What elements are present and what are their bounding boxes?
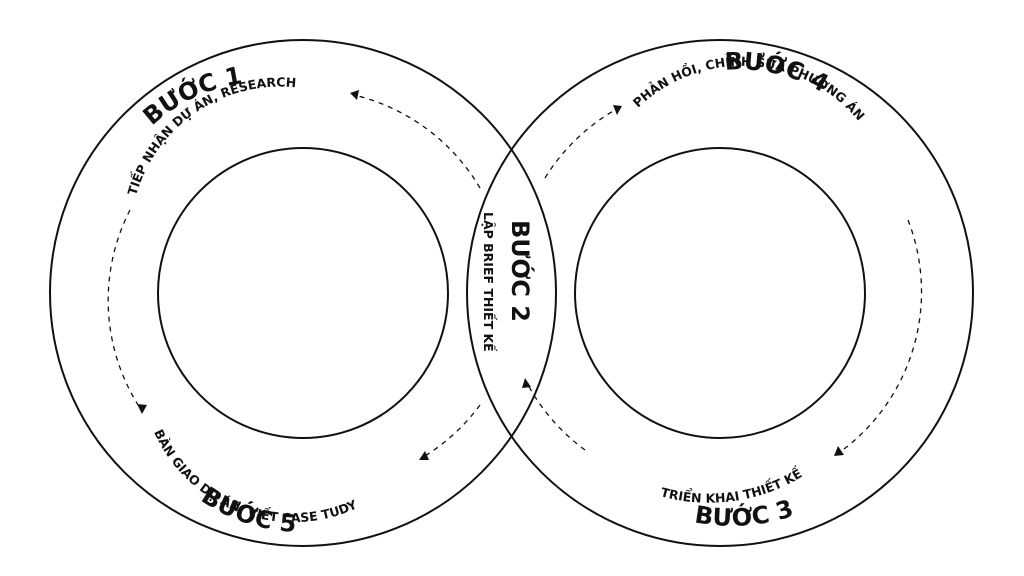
flow-dash-step2-to-step1 [357,95,481,189]
left-inner-ring [157,147,449,439]
step-4-desc: PHẢN HỒI, CHỈNH SỬA PHƯƠNG ÁN [630,53,868,123]
arrowhead-icon [522,378,531,388]
step-2-desc: LẬP BRIEF THIẾT KẾ [481,212,497,352]
left-outer-ring [49,39,557,547]
arrowhead-icon [350,90,359,100]
right-outer-ring [466,39,974,547]
arrowhead-icon [419,451,429,460]
flow-dash-step4-to-step3 [839,219,923,453]
flow-dash-step3-to-step2 [527,384,586,451]
flow-dash-step2-to-step4 [544,109,616,179]
step-2-title: BƯỚC 2 [506,220,536,322]
arrowhead-icon [137,404,147,414]
step-1-desc: TIẾP NHẬN DỰ ÁN, RESEARCH [124,75,296,197]
right-inner-ring [574,147,866,439]
flow-dash-step5-to-step2 [424,404,481,457]
arrowhead-icon [834,446,844,456]
arrowhead-icon [613,105,622,115]
flow-dash-step1-to-step5 [107,209,141,409]
